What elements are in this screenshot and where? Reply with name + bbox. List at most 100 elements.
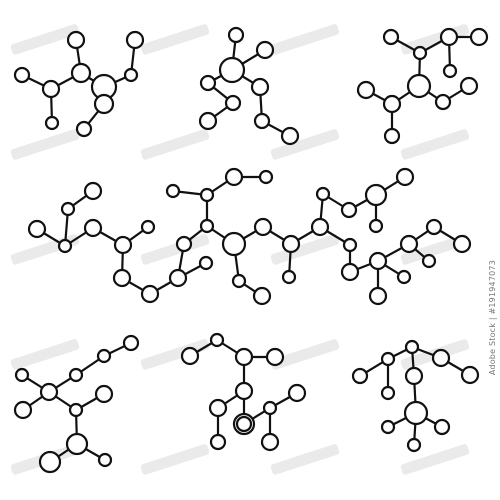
atom-node: [442, 63, 458, 79]
atom-node: [198, 111, 218, 131]
atom-node: [356, 80, 376, 100]
atom-node: [253, 112, 271, 130]
watermark-block: [140, 24, 210, 55]
watermark-block: [400, 234, 470, 265]
atom-node: [364, 183, 388, 207]
atom-node: [70, 62, 92, 84]
atom-node: [281, 234, 301, 254]
atom-node: [38, 450, 62, 474]
watermark-mark: [400, 129, 470, 160]
atom-node: [431, 348, 451, 368]
atom-node: [113, 235, 133, 255]
atom-node: [83, 218, 103, 238]
atom-node: [260, 432, 280, 452]
atom-node: [399, 234, 419, 254]
atom-node: [280, 126, 300, 146]
atom-node: [60, 201, 76, 217]
watermark-mark: [140, 24, 210, 55]
atom-node: [406, 73, 432, 99]
atom-node: [250, 77, 270, 97]
watermark-block: [270, 339, 340, 370]
atom-node: [396, 269, 412, 285]
watermark-block: [10, 129, 80, 160]
atom-node: [44, 115, 60, 131]
molecule-top-left: [13, 30, 145, 138]
atom-node: [68, 402, 84, 418]
atom-node: [340, 201, 358, 219]
atom-node: [380, 385, 396, 401]
atom-node: [96, 348, 112, 364]
atom-node: [383, 127, 401, 145]
atom-node: [421, 253, 437, 269]
atom-node: [439, 27, 459, 47]
atom-node: [66, 30, 86, 50]
atom-node: [406, 437, 422, 453]
atom-node: [224, 94, 242, 112]
atom-node: [235, 415, 253, 433]
atom-node: [221, 231, 247, 257]
watermark-mark: [270, 234, 340, 265]
molecule-bottom-right: [351, 339, 480, 453]
watermark-pattern: [10, 24, 470, 475]
atom-node: [13, 66, 31, 84]
watermark-mark: [270, 444, 340, 475]
atom-node: [125, 30, 145, 50]
watermark-mark: [10, 339, 80, 370]
atom-node: [287, 383, 307, 403]
atom-node: [41, 79, 61, 99]
atom-node: [258, 169, 274, 185]
atom-node: [434, 93, 452, 111]
atom-node: [123, 67, 139, 83]
atom-node: [224, 167, 244, 187]
molecule-top-right: [356, 27, 489, 145]
watermark-block: [270, 234, 340, 265]
atom-node: [234, 381, 254, 401]
stock-id-label: Adobe Stock | #191947073: [488, 260, 497, 376]
watermark-block: [400, 24, 470, 55]
watermark-mark: [400, 234, 470, 265]
atom-node: [65, 432, 89, 456]
atom-node: [380, 419, 396, 435]
atom-node: [199, 218, 215, 234]
atom-node: [209, 332, 225, 348]
watermark-mark: [400, 24, 470, 55]
watermark-mark: [140, 234, 210, 265]
atom-node: [97, 452, 113, 468]
atom-node: [140, 219, 156, 235]
atom-node: [281, 269, 297, 285]
atom-node: [198, 255, 214, 271]
atom-node: [404, 339, 420, 355]
atom-node: [315, 186, 331, 202]
atom-node: [403, 400, 429, 426]
atom-node: [310, 217, 330, 237]
watermark-mark: [140, 339, 210, 370]
atom-node: [351, 367, 369, 385]
atom-node: [395, 167, 415, 187]
watermark-block: [140, 129, 210, 160]
atom-node: [433, 418, 451, 436]
atom-node: [412, 45, 428, 61]
atom-node: [255, 40, 275, 60]
atom-node: [469, 27, 489, 47]
atom-node: [75, 120, 93, 138]
atom-node: [265, 347, 285, 367]
atom-node: [209, 433, 227, 451]
watermark-block: [10, 24, 80, 55]
watermark-mark: [270, 129, 340, 160]
atom-node: [199, 187, 215, 203]
watermark-mark: [140, 129, 210, 160]
watermark-block: [10, 339, 80, 370]
atom-node: [112, 268, 132, 288]
molecule-center-wide: [27, 167, 472, 306]
atom-node: [252, 286, 272, 306]
atom-node: [39, 382, 59, 402]
atom-node: [140, 284, 160, 304]
atom-node: [368, 251, 388, 271]
atom-node: [460, 365, 480, 385]
atom-node: [404, 366, 424, 386]
watermark-mark: [10, 129, 80, 160]
atom-node: [13, 400, 33, 420]
atom-node: [57, 238, 73, 254]
